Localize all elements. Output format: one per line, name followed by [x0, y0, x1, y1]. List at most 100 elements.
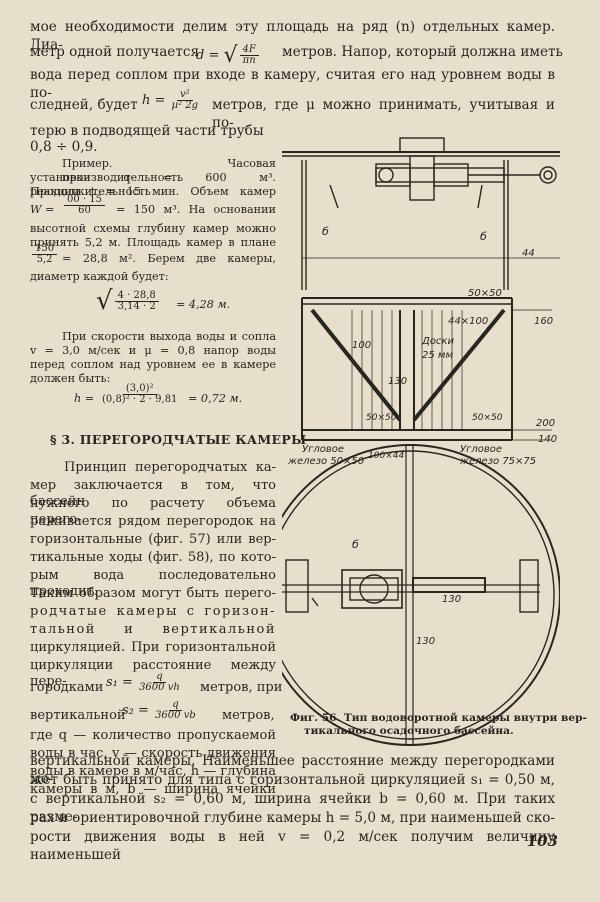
text-line: воды в камере в м/час, h — глубина	[30, 764, 277, 779]
example-line: h =	[74, 392, 95, 405]
text-line: мое необходимости делим эту площадь на р…	[30, 19, 555, 53]
fraction-denominator: πn	[242, 55, 256, 66]
text-line: рым вода последовательно проходит.	[30, 568, 276, 600]
figure-label: б	[322, 225, 329, 238]
text-line: нужного по расчету объема перего-	[30, 496, 276, 528]
figure-56-drawing: б б 44 50×50 44×100 160 100 Доски 25 мм …	[282, 137, 560, 746]
example-line: W =	[30, 203, 55, 216]
figure-label: 50×50	[366, 413, 397, 423]
text-line: рах и ориентировочной глубине камеры h =…	[30, 810, 555, 826]
example-line: = 0,72 м.	[188, 392, 243, 405]
text-line: метров. Напор, который должна иметь	[282, 44, 563, 60]
text-line: метров, где μ можно принимать, учитывая …	[212, 97, 555, 131]
fraction-numerator: 00 · 15	[64, 195, 105, 206]
fraction: (3,0)²(0,8)² · 2 · 9,81	[102, 384, 177, 405]
figure-label: Угловое	[302, 444, 344, 455]
text-line: камеры в м, b — ширина ячейки	[30, 782, 276, 797]
fraction-numerator: v²	[176, 90, 193, 101]
figure-label: 44×100	[448, 316, 488, 327]
figure-label: 25 мм	[422, 350, 453, 361]
section-heading: § 3. ПЕРЕГОРОДЧАТЫЕ КАМЕРЫ	[50, 432, 307, 447]
fraction-denominator: 60	[78, 205, 91, 216]
formula-label: s₁ =	[106, 675, 133, 690]
text-line: метров,	[222, 708, 275, 723]
text-line: циркуляции расстояние между пере-	[30, 658, 276, 690]
figure-label: 130	[442, 594, 461, 605]
fraction-numerator: q	[153, 672, 166, 683]
fraction-numerator: 4 · 28,8	[114, 290, 159, 302]
figure-label: 130	[388, 376, 407, 387]
fraction-denominator: 5,2	[36, 254, 53, 265]
figure-label: 130	[416, 636, 435, 647]
figure-label: 50×50	[468, 288, 502, 299]
text-line: Таким образом могут быть перего-	[30, 586, 276, 601]
text-line: рости движения воды в ней v = 0,2 м/сек …	[30, 829, 555, 863]
figure-label: Угловое	[460, 444, 502, 455]
text-line: Принцип перегородчатых ка-	[64, 460, 276, 475]
text-line: тикальные ходы (фиг. 58), по кото-	[30, 550, 276, 565]
example-line: = 28,8 м². Берем две камеры,	[62, 252, 276, 265]
figure-label: 140	[538, 434, 557, 445]
example-line: При скорости выхода воды и сопла	[62, 330, 276, 343]
text-line: метр одной получается	[30, 44, 200, 60]
figure-label: 160	[534, 316, 553, 327]
figure-caption: Фиг. 56. Тип водоворотной камеры внутри …	[290, 712, 587, 724]
figure-label: 100×44	[368, 451, 404, 461]
text-line: 0,8 ÷ 0,9.	[30, 139, 98, 155]
page-number: 103	[526, 832, 558, 850]
fraction-denominator: μ² 2g	[171, 100, 198, 111]
text-line: с вертикальной s₂ = 0,60 м, ширина ячейк…	[30, 791, 555, 825]
text-line: вертикальной камеры. Наименьшее расстоян…	[30, 753, 555, 787]
text-line: метров, при	[200, 680, 283, 695]
fraction-denominator: 3600 vh	[139, 682, 180, 693]
example-line: = 4,28 м.	[176, 298, 231, 311]
text-line: терю в подводящей части трубы	[30, 123, 264, 139]
text-line: городками	[30, 680, 104, 695]
text-line: вода перед соплом при входе в камеру, сч…	[30, 67, 555, 101]
text-line: где q — количество пропускаемой	[30, 728, 276, 743]
example-line: Пример. Часовая производительность	[62, 157, 276, 184]
text-line: раживается рядом перегородок на	[30, 514, 276, 529]
text-line: циркуляцией. При горизонтальной	[30, 640, 276, 655]
formula-h2: (3,0)²(0,8)² · 2 · 9,81	[100, 384, 179, 405]
text-line: мер заключается в том, что бассейн	[30, 478, 276, 510]
text-line: родчатые камеры с горизон-	[30, 604, 276, 619]
example-line: высотной схемы глубину камер можно	[30, 222, 276, 235]
fraction-denominator: (0,8)² · 2 · 9,81	[102, 394, 178, 405]
figure-label: 44	[522, 248, 535, 259]
figure-label: 100	[352, 340, 371, 351]
figure-label: 50×50	[472, 413, 503, 423]
figure-label: железо 75×75	[459, 456, 536, 467]
text-line: тальной и вертикальной	[30, 622, 276, 637]
figure-label: железо 50×50	[287, 456, 364, 467]
example-line: принять 5,2 м. Площадь камер в плане	[30, 236, 276, 249]
formula-label: d =	[196, 48, 220, 63]
radical-sign: √	[96, 286, 113, 316]
fraction-numerator: 150	[32, 244, 58, 255]
example-line: = 150 м³. На основании	[116, 203, 276, 216]
figure-label: б	[480, 230, 487, 243]
text-line: воды в час, v — скорость движения	[30, 746, 276, 761]
radical-sign: √	[223, 43, 238, 68]
text-line: жет быть принято для типа с горизонтальн…	[30, 772, 555, 788]
figure-label: б	[352, 538, 359, 551]
text-line: вертикальной	[30, 708, 126, 723]
fraction-denominator: 3,14 · 2	[117, 300, 156, 312]
text-line: горизонтальные (фиг. 57) или вер-	[30, 532, 276, 547]
example-line: установки q = 600 м³. Продолжительность	[30, 171, 276, 198]
formula-label: s₂ =	[122, 703, 149, 718]
